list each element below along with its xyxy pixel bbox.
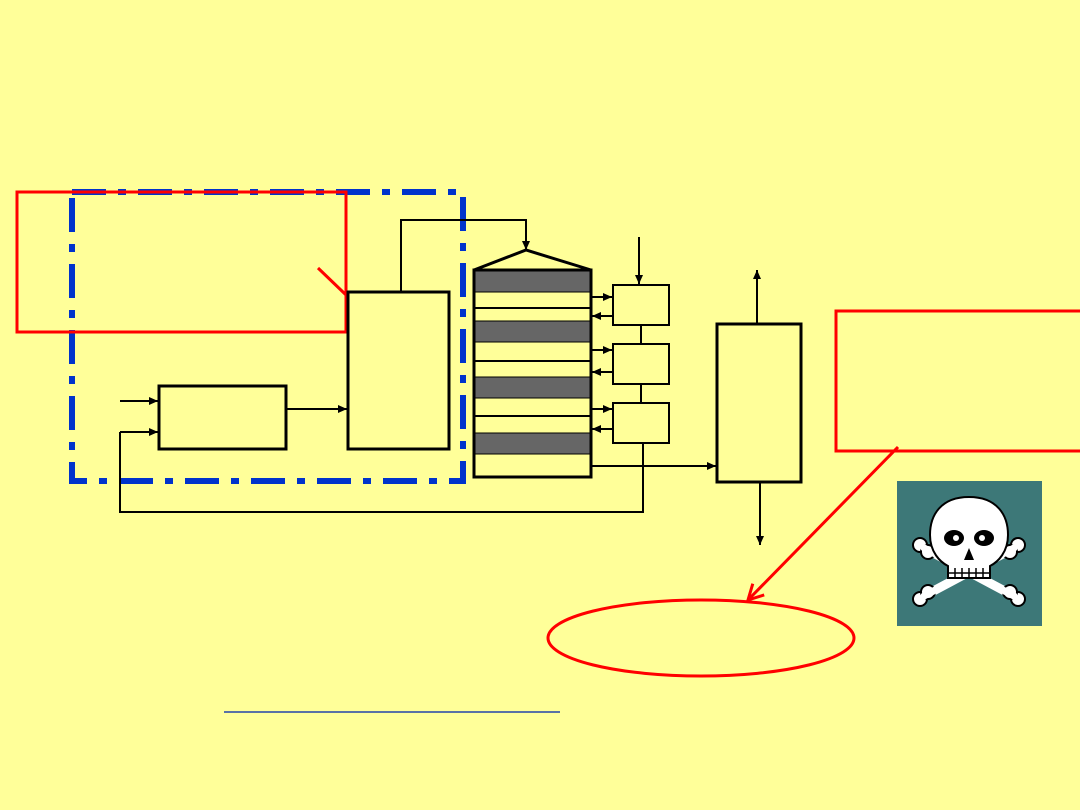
callout-arrow-to-ellipse	[748, 445, 900, 600]
column-tray-4	[474, 432, 591, 455]
exchanger-box-2	[612, 343, 670, 385]
column-tray-3	[474, 376, 591, 399]
callout-ellipse	[546, 598, 856, 678]
column-tray-2	[474, 320, 591, 343]
skull-and-crossbones-icon	[897, 481, 1042, 626]
callout-box-right	[834, 309, 1080, 453]
mixer-box	[157, 384, 288, 451]
column-roof	[473, 248, 592, 272]
reactor-to-column-line	[400, 219, 530, 292]
exchanger-box-1	[612, 284, 670, 326]
recycle-loop-line	[119, 432, 644, 513]
exchanger-box-3	[612, 402, 670, 444]
callout-box-top-left	[15, 190, 348, 334]
reactor-box	[346, 290, 451, 451]
system-boundary	[69, 189, 466, 484]
column-tray-1	[474, 270, 591, 293]
separator-box	[715, 322, 803, 484]
